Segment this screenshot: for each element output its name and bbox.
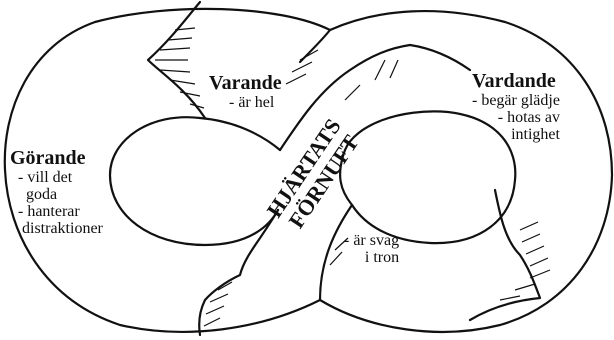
varande-title: Varande	[209, 72, 282, 94]
varande-label: Varande - är hel	[209, 72, 282, 111]
bottom-note-item: i tron	[364, 249, 400, 266]
bottom-note-item: - är svag	[344, 232, 400, 249]
band-edge-bottom	[198, 208, 280, 337]
gorande-item: distraktioner	[22, 220, 103, 237]
gorande-label: Görande - vill det goda - hanterar distr…	[10, 147, 103, 237]
bottom-note: - är svag i tron	[344, 232, 399, 266]
hatching	[155, 27, 551, 327]
gorande-item: - hanterar	[18, 203, 80, 220]
gorande-item: - vill det	[18, 169, 73, 186]
vardande-item: intighet	[511, 126, 560, 143]
vardande-title: Vardande	[472, 70, 556, 92]
right-inner-loop	[343, 110, 517, 245]
left-inner-loop	[108, 116, 280, 247]
band-edge-top	[146, 0, 207, 120]
vardande-item: - hotas av	[497, 109, 560, 126]
gorande-item: goda	[26, 186, 58, 203]
vardande-item: - begär glädje	[472, 92, 560, 109]
outer-loop	[3, 7, 614, 333]
vardande-label: Vardande - begär glädje - hotas av intig…	[472, 70, 560, 143]
gorande-title: Görande	[10, 147, 86, 169]
varande-item: - är hel	[229, 94, 275, 111]
